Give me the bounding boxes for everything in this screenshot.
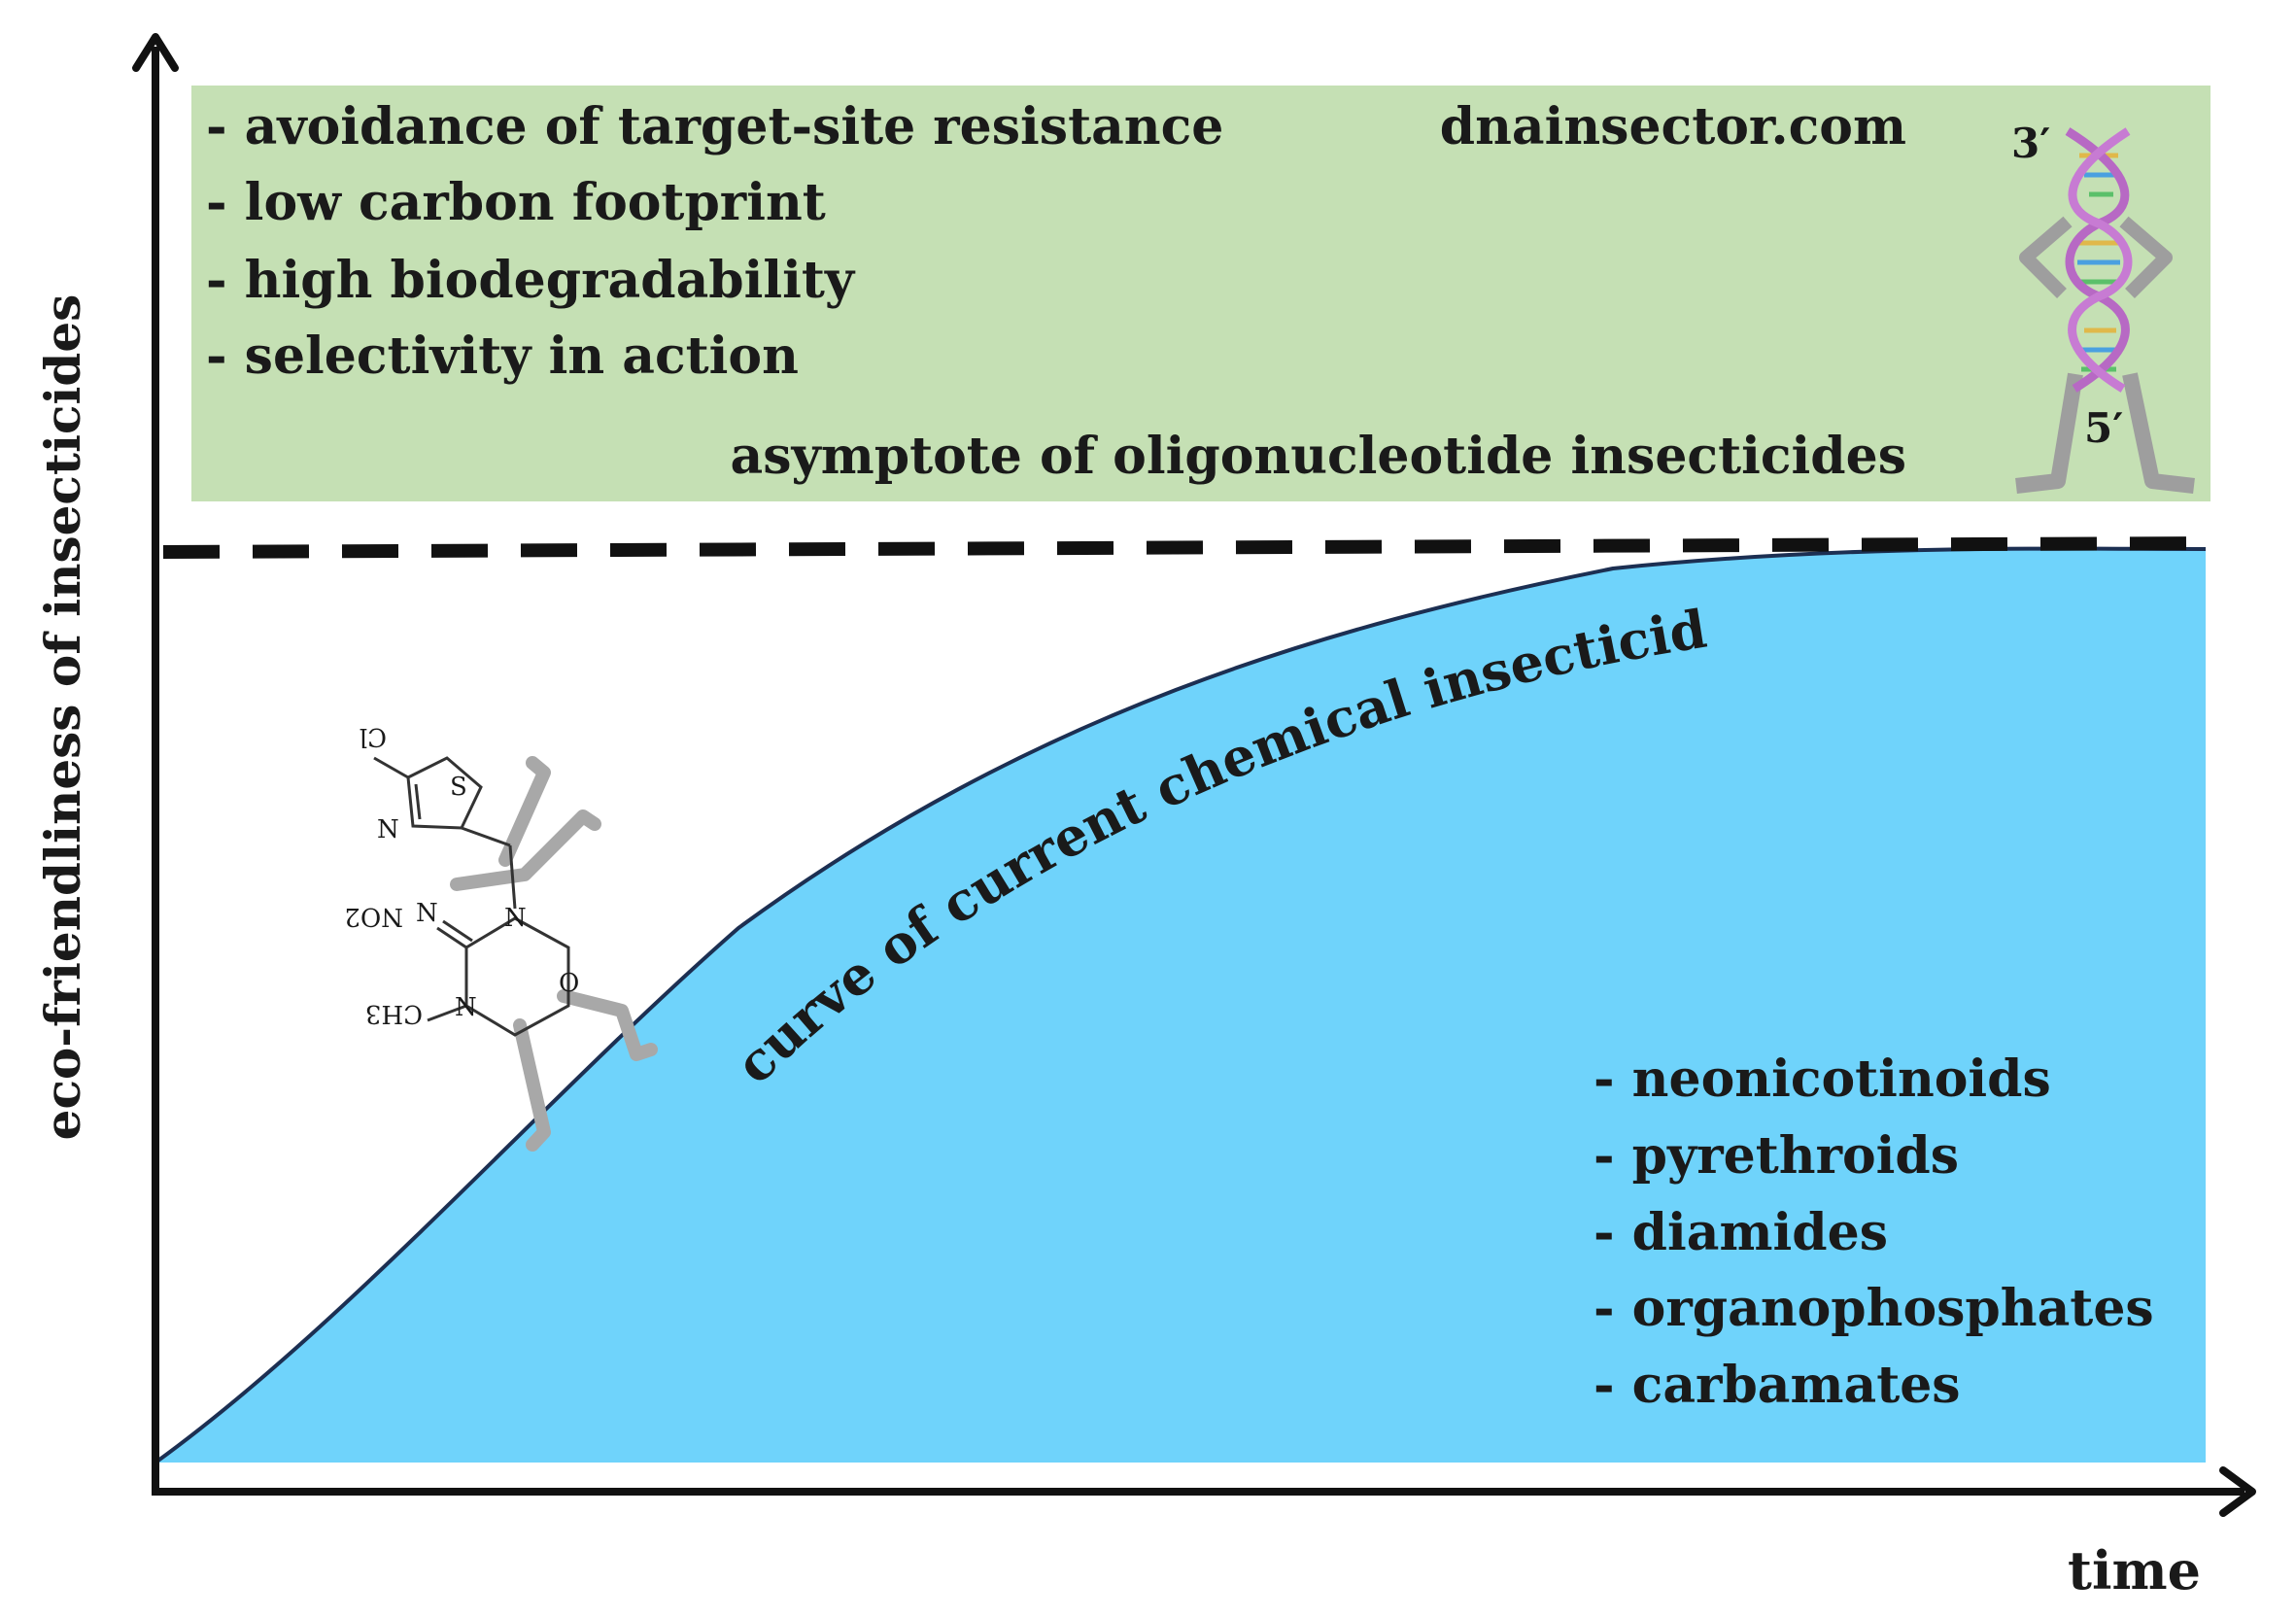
molecule-limbs bbox=[450, 756, 658, 1152]
benefit-item: - high biodegradability bbox=[206, 251, 856, 310]
chemical-class-item: - diamides bbox=[1593, 1203, 1888, 1262]
atom-n-top: N bbox=[504, 904, 527, 933]
y-axis-label: eco-friendliness of insecticides bbox=[34, 294, 91, 1141]
atom-no2: NO2 bbox=[344, 902, 403, 931]
molecule-figure: Cl S N N N N NO2 O CH3 bbox=[344, 722, 658, 1152]
dna-strand-a bbox=[2065, 127, 2130, 393]
x-axis-label: time bbox=[2068, 1539, 2201, 1601]
benefit-item: - selectivity in action bbox=[206, 327, 799, 386]
oligonucleotide-benefits-box bbox=[191, 86, 2210, 501]
molecule-atom-labels: Cl S N N N N NO2 O CH3 bbox=[344, 722, 579, 1028]
dna-leg-left bbox=[2015, 372, 2083, 494]
atom-cl: Cl bbox=[360, 722, 387, 751]
asymptote-dashed-line bbox=[162, 536, 2211, 559]
website-label: dnainsector.com bbox=[1440, 97, 1906, 156]
chemical-insecticides-area bbox=[155, 548, 2206, 1463]
molecule-bonds bbox=[373, 756, 570, 1037]
dna-base-pairs bbox=[2077, 153, 2120, 372]
atom-n-imine: N bbox=[416, 899, 438, 928]
dna-strand-b bbox=[2068, 127, 2133, 393]
dna-helix-icon: 3′ 5′ bbox=[2011, 120, 2195, 494]
chemical-class-item: - organophosphates bbox=[1593, 1279, 2154, 1338]
atom-ch3: CH3 bbox=[365, 999, 423, 1028]
dna-5-prime-label: 5′ bbox=[2084, 404, 2123, 452]
benefit-item: - avoidance of target-site resistance bbox=[206, 97, 1223, 156]
dna-leg-right bbox=[2122, 372, 2195, 494]
atom-n-thiazole: N bbox=[377, 815, 399, 844]
atom-n-left: N bbox=[455, 993, 477, 1022]
x-axis-arrowhead bbox=[2219, 1466, 2256, 1517]
dna-3-prime-label: 3′ bbox=[2011, 120, 2050, 167]
dna-bracket-right bbox=[2119, 216, 2173, 298]
benefit-item: - low carbon footprint bbox=[206, 173, 826, 232]
chemical-class-item: - carbamates bbox=[1593, 1356, 1961, 1415]
dna-bracket-left bbox=[2019, 216, 2073, 298]
asymptote-label: asymptote of oligonucleotide insecticide… bbox=[731, 427, 1906, 486]
y-axis-arrowhead bbox=[132, 33, 179, 72]
chemical-class-item: - pyrethroids bbox=[1593, 1126, 1959, 1186]
chemical-class-item: - neonicotinoids bbox=[1593, 1050, 2051, 1109]
chemical-classes-list: - neonicotinoids - pyrethroids - diamide… bbox=[1593, 1050, 2154, 1415]
atom-s: S bbox=[450, 773, 467, 802]
atom-o: O bbox=[559, 969, 579, 998]
benefits-list: - avoidance of target-site resistance - … bbox=[206, 97, 1223, 386]
